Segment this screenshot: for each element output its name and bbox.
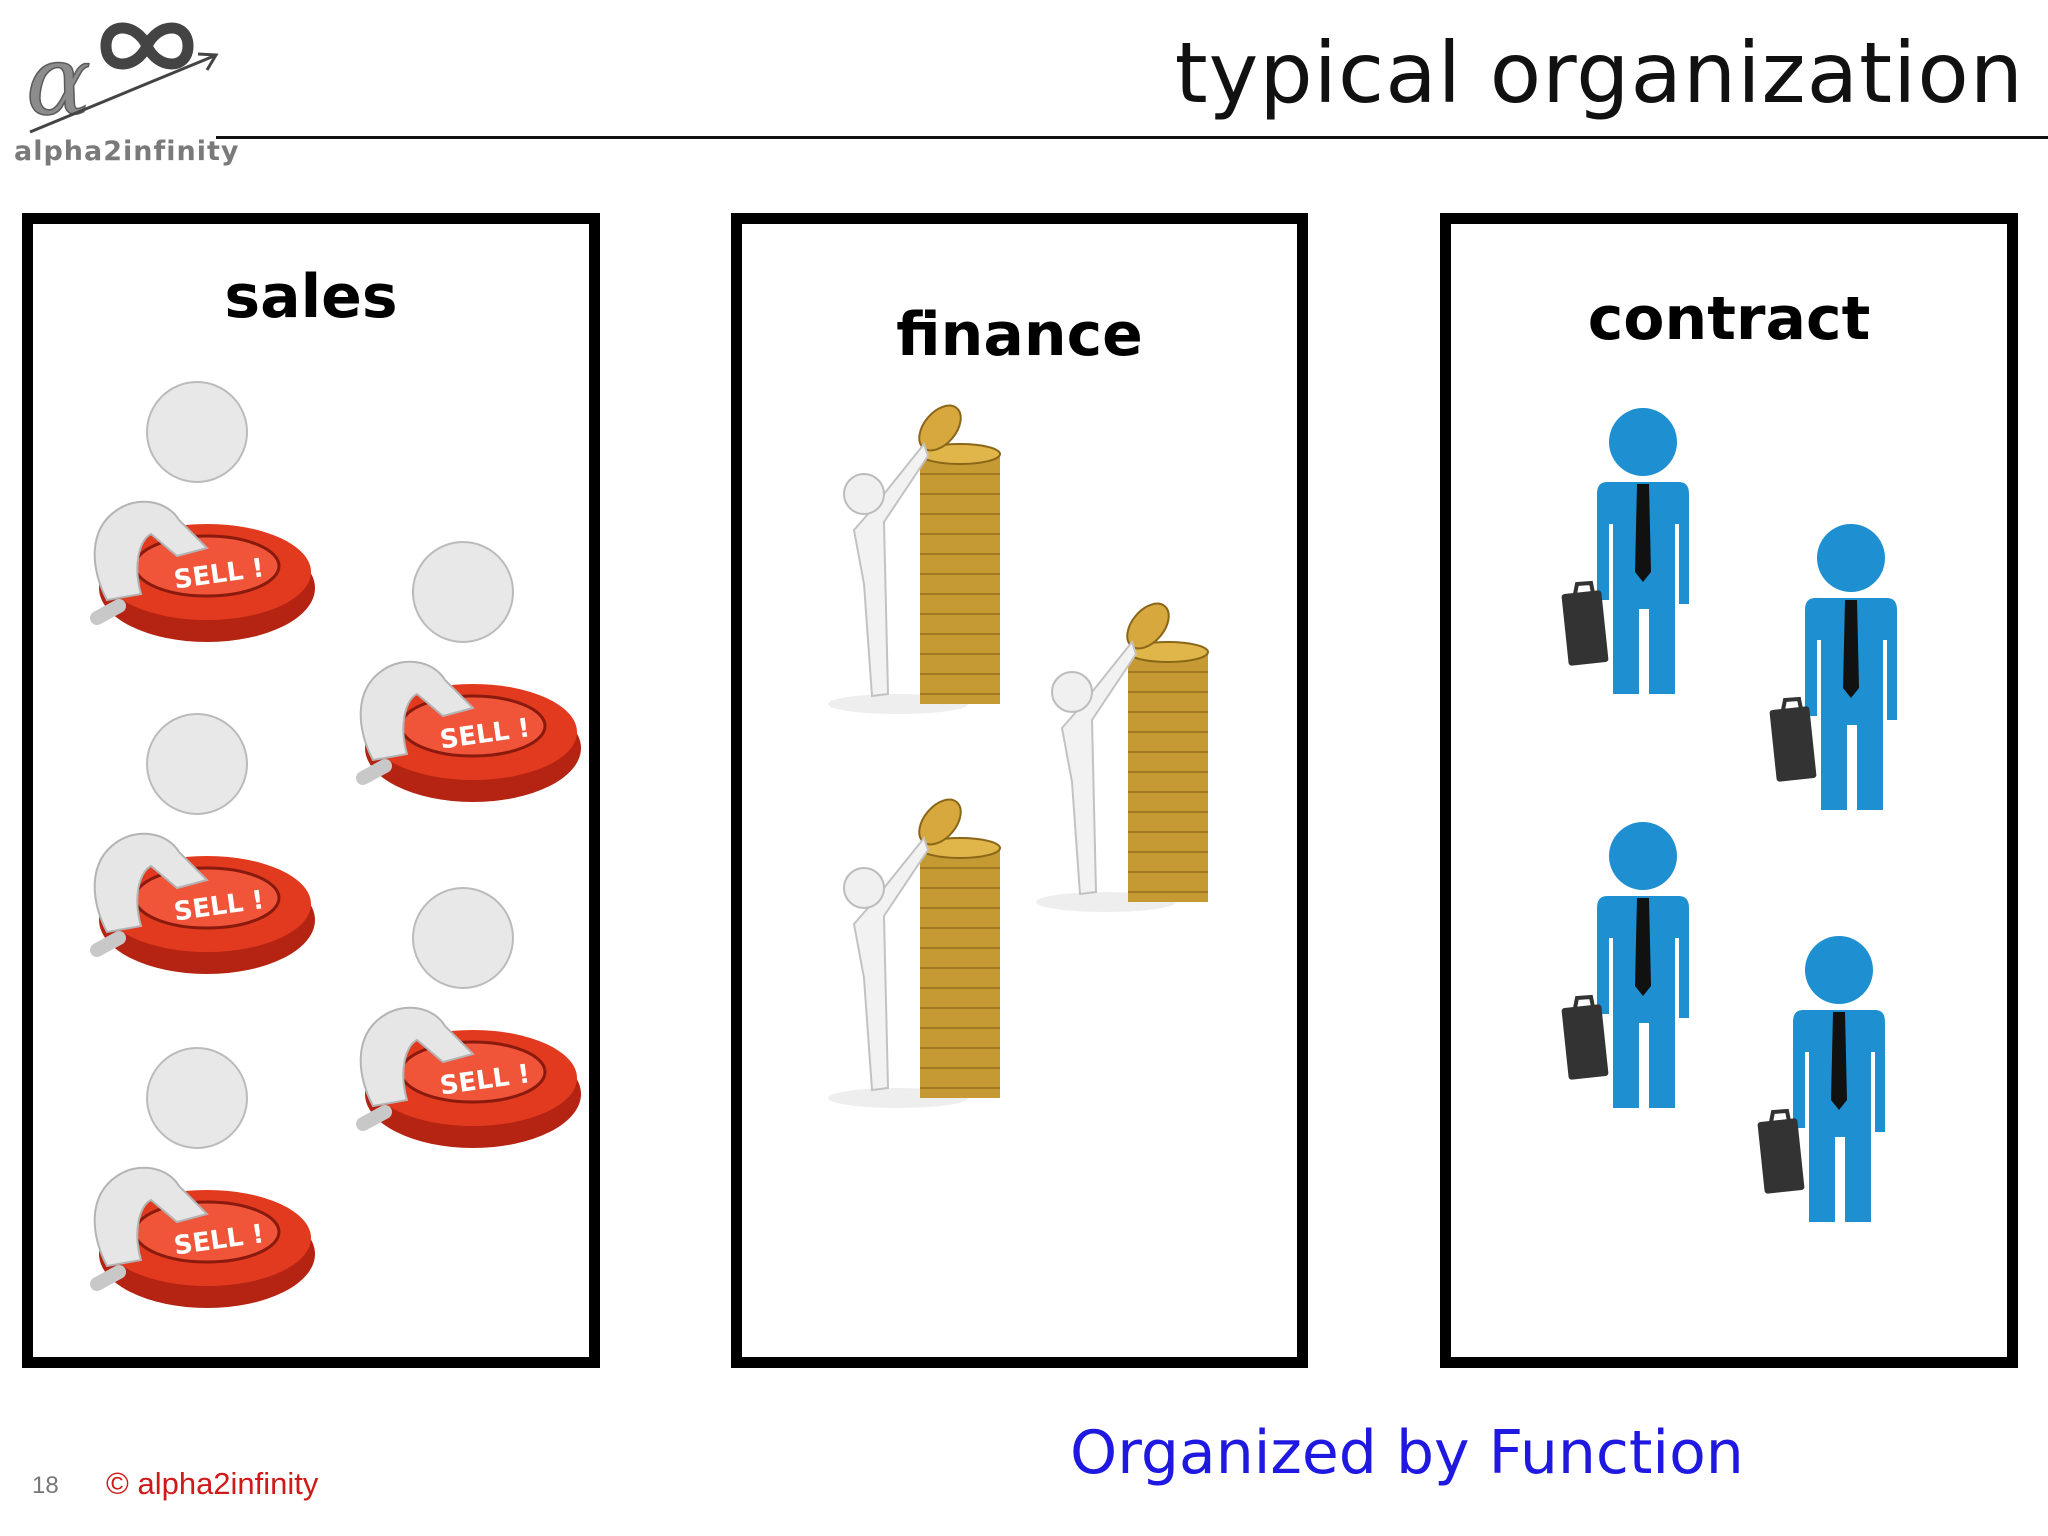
slide-title: typical organization xyxy=(1174,24,2024,122)
subtitle-organized-by-function: Organized by Function xyxy=(1070,1418,1744,1488)
figure-pressing-sell-button-icon: SELL ! xyxy=(90,1047,315,1308)
page-number: 18 xyxy=(32,1472,59,1499)
copyright-notice: © alpha2infinity xyxy=(106,1466,319,1501)
figure-pressing-sell-button-icon: SELL ! xyxy=(90,713,315,974)
figure-with-coin-stack-icon xyxy=(828,404,1001,714)
businessman-with-briefcase-icon xyxy=(1769,524,1897,810)
panel-sales: sales SELL ! SELL ! SELL ! SELL ! xyxy=(22,213,600,1368)
panel-contract: contract xyxy=(1440,213,2018,1368)
panel-label-sales: sales xyxy=(224,262,398,332)
title-divider xyxy=(216,136,2048,139)
logo-text: alpha2infinity xyxy=(14,136,240,167)
businessman-with-briefcase-icon xyxy=(1561,822,1689,1108)
panel-label-contract: contract xyxy=(1587,284,1871,354)
figure-pressing-sell-button-icon: SELL ! xyxy=(90,381,315,642)
figure-with-coin-stack-icon xyxy=(828,798,1001,1108)
figure-pressing-sell-button-icon: SELL ! xyxy=(356,887,581,1148)
figure-pressing-sell-button-icon: SELL ! xyxy=(356,541,581,802)
panel-finance: finance xyxy=(731,213,1308,1368)
businessman-with-briefcase-icon xyxy=(1561,408,1689,694)
svg-text:α: α xyxy=(26,25,91,137)
figure-with-coin-stack-icon xyxy=(1036,602,1209,912)
panel-label-finance: finance xyxy=(896,300,1143,370)
businessman-with-briefcase-icon xyxy=(1757,936,1885,1222)
alpha2infinity-logo: α xyxy=(25,22,219,138)
